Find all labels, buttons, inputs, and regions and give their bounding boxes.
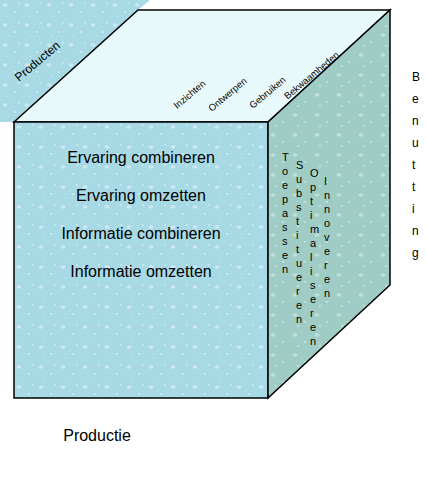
face-shape — [14, 122, 268, 398]
axis-heading: Productie — [63, 427, 131, 445]
front-face: Ervaring combinerenErvaring omzettenInfo… — [14, 122, 268, 398]
face-outline — [268, 10, 390, 398]
axis-heading: Producten — [13, 39, 64, 85]
production-label: Ervaring combineren — [67, 149, 215, 167]
use-label: Optimaliseren — [310, 166, 313, 348]
side-face: BenuttingToepassenSubstituerenOptimalise… — [268, 10, 390, 398]
use-label: Innoveren — [324, 174, 327, 300]
use-label: Toepassen — [282, 150, 285, 276]
face-shape — [268, 10, 390, 398]
use-label: Substitueren — [296, 158, 299, 326]
production-label: Informatie omzetten — [70, 263, 211, 281]
production-label: Informatie combineren — [61, 225, 220, 243]
axis-heading: Benutting — [412, 66, 416, 264]
production-label: Ervaring omzetten — [76, 187, 206, 205]
